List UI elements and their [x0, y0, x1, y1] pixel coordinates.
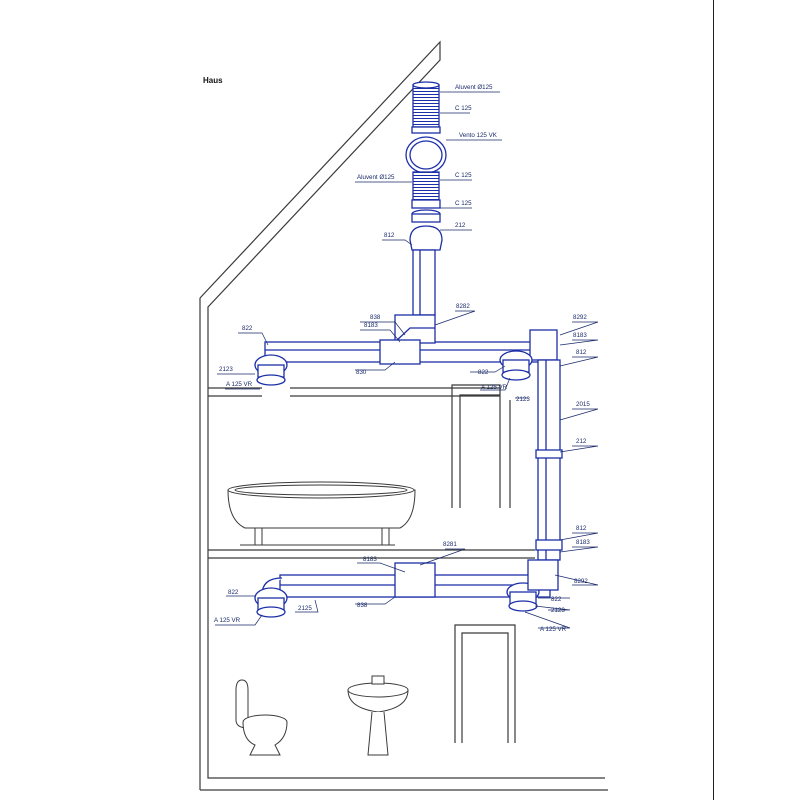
part-labels: Aluvent Ø125 C 125 Vento 125 VK Aluvent …	[214, 84, 590, 633]
label-a125vr-low-right: A 125 VR	[540, 626, 567, 633]
label-aluvent-mid: Aluvent Ø125	[357, 174, 395, 181]
house-outline	[199, 40, 608, 791]
label-8183-low-right: 8183	[576, 539, 590, 546]
label-822-up-left: 822	[242, 325, 253, 332]
label-822-low-left: 822	[228, 589, 239, 596]
sink	[347, 675, 409, 756]
label-830-up: 830	[356, 369, 367, 376]
label-812-top: 812	[384, 232, 395, 239]
label-a125vr-low-left: A 125 VR	[214, 617, 241, 624]
label-8183-up: 8183	[364, 322, 378, 329]
label-8183-low: 8183	[363, 556, 377, 563]
label-8183-up-right: 8183	[573, 332, 587, 339]
label-aluvent-top: Aluvent Ø125	[455, 84, 493, 91]
label-838-up: 838	[370, 314, 381, 321]
document-sheet	[86, 0, 714, 800]
lower-duct	[254, 559, 559, 618]
toilet	[235, 679, 288, 756]
label-838-low: 838	[357, 602, 368, 609]
label-vento: Vento 125 VK	[459, 132, 498, 139]
leader-lines	[215, 91, 599, 629]
label-8292-low: 8292	[574, 578, 588, 585]
label-c125-a: C 125	[455, 105, 472, 112]
bathtub	[227, 481, 416, 546]
label-8292-up: 8292	[573, 314, 587, 321]
label-212-top: 212	[455, 222, 466, 229]
label-a125vr-up-right: A 125 VR	[481, 384, 508, 391]
label-212-mid: 212	[576, 438, 587, 445]
label-2125-low: 2125	[298, 605, 312, 612]
label-8282-up: 8282	[456, 303, 470, 310]
label-a125vr-up-left: A 125 VR	[226, 381, 253, 388]
label-8281-low: 8281	[443, 541, 457, 548]
label-c125-c: C 125	[455, 200, 472, 207]
upper-duct	[254, 314, 558, 386]
label-2015: 2015	[576, 401, 590, 408]
label-822-low-right: 822	[551, 596, 562, 603]
right-riser	[535, 359, 563, 561]
label-2123-low-right: 2123	[551, 607, 565, 614]
roof-stack	[405, 81, 447, 316]
label-812-up-right: 812	[576, 349, 587, 356]
document-title: Haus	[203, 76, 223, 85]
label-2123-up-left: 2123	[219, 366, 233, 373]
label-2123-up-right: 2123	[516, 396, 530, 403]
label-812-low: 812	[576, 525, 587, 532]
label-c125-b: C 125	[455, 172, 472, 179]
label-822-up-right: 822	[478, 369, 489, 376]
